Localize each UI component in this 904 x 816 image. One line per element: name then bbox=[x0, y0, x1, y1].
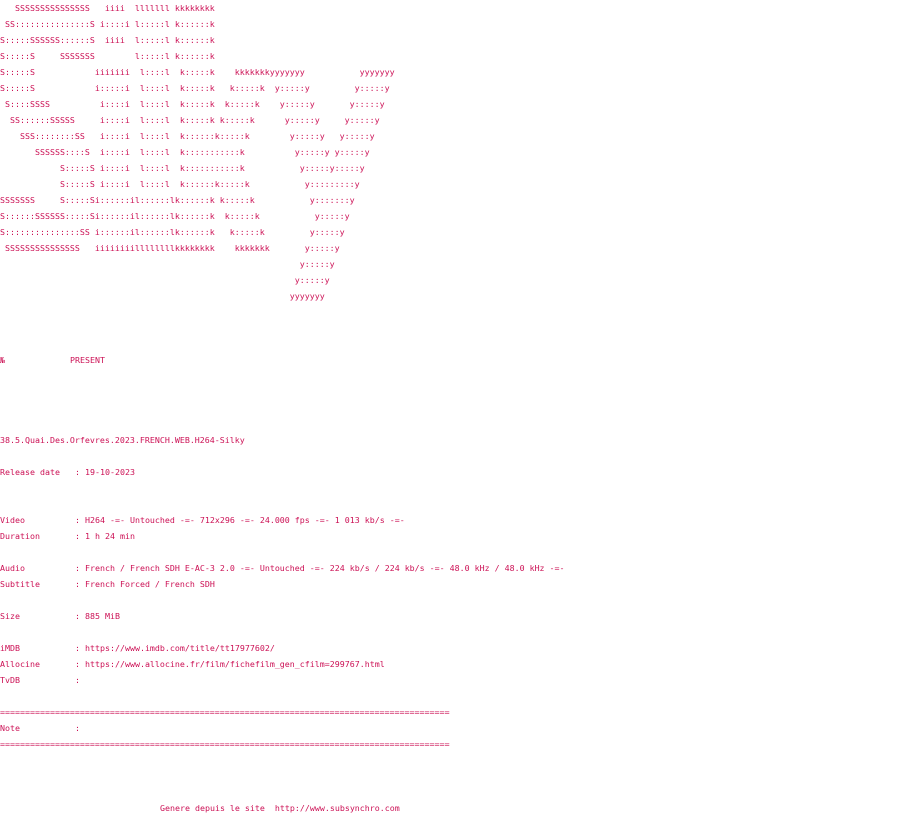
ascii-logo: SSSSSSSSSSSSSSS iiii lllllll kkkkkkkk SS… bbox=[0, 0, 904, 304]
field-audio: Audio: French / French SDH E-AC-3 2.0 -=… bbox=[0, 560, 904, 576]
colon: : bbox=[75, 467, 85, 477]
field-label: Duration bbox=[0, 531, 40, 541]
separator: ========================================… bbox=[0, 739, 450, 749]
field-label: Audio bbox=[0, 563, 25, 573]
ascii-line: S:::::S i:::::i l::::l k:::::k k:::::k y… bbox=[0, 83, 390, 93]
colon: : bbox=[75, 675, 85, 685]
ascii-line: S::::SSSS i::::i l::::l k:::::k k:::::k … bbox=[0, 99, 385, 109]
field-size: Size: 885 MiB bbox=[0, 608, 904, 624]
field-duration: Duration: 1 h 24 min bbox=[0, 528, 904, 544]
field-allocine: Allocine: https://www.allocine.fr/film/f… bbox=[0, 656, 904, 672]
ascii-line: SSS::::::::SS i::::i l::::l k::::::k::::… bbox=[0, 131, 375, 141]
colon: : bbox=[75, 723, 85, 733]
ascii-line: y:::::y bbox=[0, 275, 330, 285]
present-label: PRESENT bbox=[70, 355, 105, 365]
field-label: Release date bbox=[0, 467, 60, 477]
present-symbol: № bbox=[0, 355, 5, 365]
imdb-link[interactable]: https://www.imdb.com/title/tt17977602/ bbox=[85, 643, 275, 653]
colon: : bbox=[75, 531, 85, 541]
field-label: Video bbox=[0, 515, 25, 525]
ascii-line: SSSSSSSSSSSSSSS iiii lllllll kkkkkkkk bbox=[0, 3, 215, 13]
ascii-line: S::::::SSSSSS:::::Si::::::il::::::lk::::… bbox=[0, 211, 350, 221]
ascii-line: yyyyyyy bbox=[0, 291, 325, 301]
ascii-line: S:::::::::::::::SS i::::::il::::::lk::::… bbox=[0, 227, 345, 237]
ascii-line: S:::::SSSSSS::::::S iiii l:::::l k::::::… bbox=[0, 35, 215, 45]
colon: : bbox=[75, 611, 85, 621]
field-label: iMDB bbox=[0, 643, 20, 653]
field-label: Size bbox=[0, 611, 20, 621]
ascii-line: S:::::S iiiiiii l::::l k:::::k kkkkkkkyy… bbox=[0, 67, 395, 77]
field-note: Note: bbox=[0, 720, 904, 736]
colon: : bbox=[75, 659, 85, 669]
allocine-link[interactable]: https://www.allocine.fr/film/fichefilm_g… bbox=[85, 659, 385, 669]
field-label: Note bbox=[0, 723, 20, 733]
ascii-line: SSSSSSS S:::::Si::::::il::::::lk::::::k … bbox=[0, 195, 355, 205]
ascii-line: SS::::::SSSSS i::::i l::::l k:::::k k:::… bbox=[0, 115, 380, 125]
colon: : bbox=[75, 563, 85, 573]
ascii-line: SS:::::::::::::::S i::::i l:::::l k:::::… bbox=[0, 19, 215, 29]
ascii-line: S:::::S SSSSSSS l:::::l k::::::k bbox=[0, 51, 215, 61]
ascii-line: SSSSSSSSSSSSSSS iiiiiiiillllllllkkkkkkkk… bbox=[0, 243, 340, 253]
field-label: TvDB bbox=[0, 675, 20, 685]
field-tvdb: TvDB: bbox=[0, 672, 904, 688]
field-value: 885 MiB bbox=[85, 611, 120, 621]
field-value: French / French SDH E-AC-3 2.0 -=- Untou… bbox=[85, 563, 565, 573]
colon: : bbox=[75, 515, 85, 525]
footer-credit: Genere depuis le site http://www.subsync… bbox=[160, 803, 400, 813]
ascii-line: SSSSSS::::S i::::i l::::l k:::::::::::k … bbox=[0, 147, 370, 157]
field-release-date: Release date: 19-10-2023 bbox=[0, 464, 904, 480]
field-value: French Forced / French SDH bbox=[85, 579, 215, 589]
field-imdb: iMDB: https://www.imdb.com/title/tt17977… bbox=[0, 640, 904, 656]
field-label: Subtitle bbox=[0, 579, 40, 589]
present-line: № PRESENT bbox=[0, 352, 904, 368]
release-name: 38.5.Quai.Des.Orfevres.2023.FRENCH.WEB.H… bbox=[0, 435, 245, 445]
field-value: 19-10-2023 bbox=[85, 467, 135, 477]
field-label: Allocine bbox=[0, 659, 40, 669]
separator: ========================================… bbox=[0, 707, 450, 717]
colon: : bbox=[75, 643, 85, 653]
field-value: H264 -=- Untouched -=- 712x296 -=- 24.00… bbox=[85, 515, 405, 525]
ascii-line: S:::::S i::::i l::::l k::::::k:::::k y::… bbox=[0, 179, 360, 189]
field-subtitle: Subtitle: French Forced / French SDH bbox=[0, 576, 904, 592]
colon: : bbox=[75, 579, 85, 589]
ascii-line: S:::::S i::::i l::::l k:::::::::::k y:::… bbox=[0, 163, 365, 173]
field-value: 1 h 24 min bbox=[85, 531, 135, 541]
field-video: Video: H264 -=- Untouched -=- 712x296 -=… bbox=[0, 512, 904, 528]
ascii-line: y:::::y bbox=[0, 259, 335, 269]
